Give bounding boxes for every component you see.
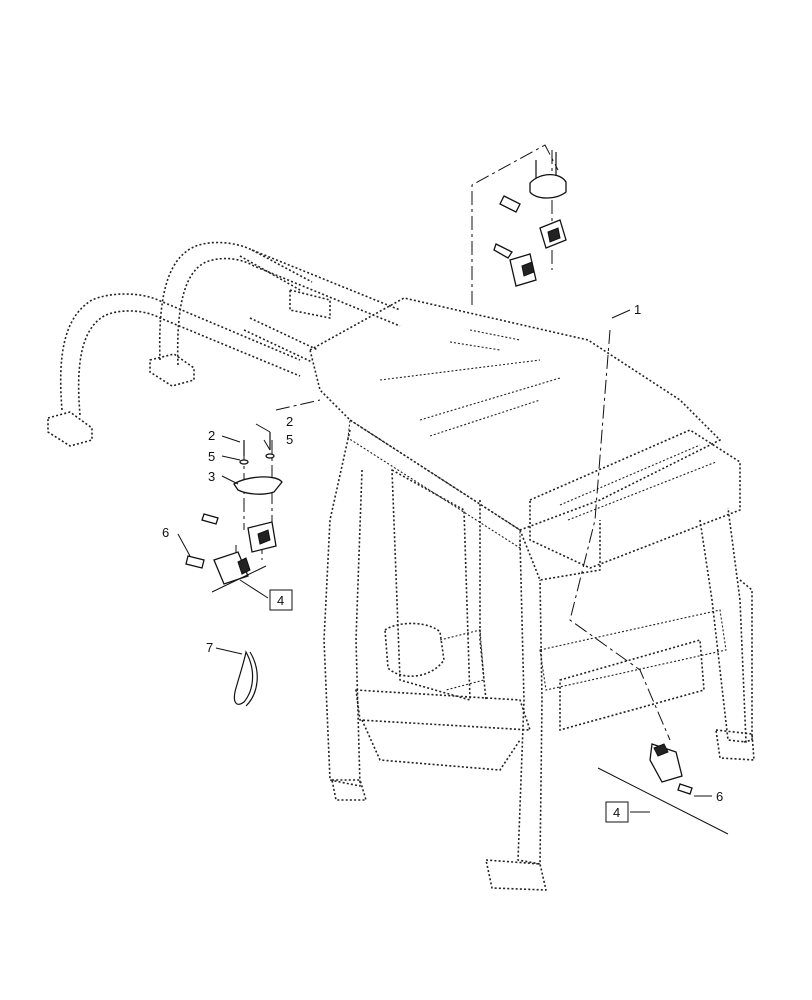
callout-2-left: 2 (208, 428, 215, 443)
callout-labels: 1 2 2 5 5 3 6 6 7 (162, 302, 723, 804)
wire-harness-loop (233, 650, 258, 707)
box-4-right-label: 4 (613, 805, 620, 820)
upper-work-light-assembly (493, 152, 567, 287)
roll-bar-frame (47, 241, 401, 447)
cab-roof (309, 297, 721, 550)
left-light-mount-assembly (201, 432, 283, 553)
left-lamp-assembly (185, 551, 269, 599)
cab-side-structure (519, 429, 753, 743)
leader-lines (177, 309, 712, 797)
boxed-callout-4-left: 4 (269, 589, 293, 611)
right-lamp-assembly (597, 743, 729, 835)
phantom-lines (235, 144, 671, 741)
callout-6-left: 6 (162, 525, 169, 540)
cab-posts (323, 429, 755, 891)
callout-5-right: 5 (286, 432, 293, 447)
callout-6-right: 6 (716, 789, 723, 804)
callout-7: 7 (206, 640, 213, 655)
boxed-callout-4-right: 4 (605, 801, 629, 823)
callout-1: 1 (634, 302, 641, 317)
callout-3: 3 (208, 469, 215, 484)
callout-5-left: 5 (208, 449, 215, 464)
callout-2-right: 2 (286, 414, 293, 429)
box-4-left-label: 4 (277, 593, 284, 608)
